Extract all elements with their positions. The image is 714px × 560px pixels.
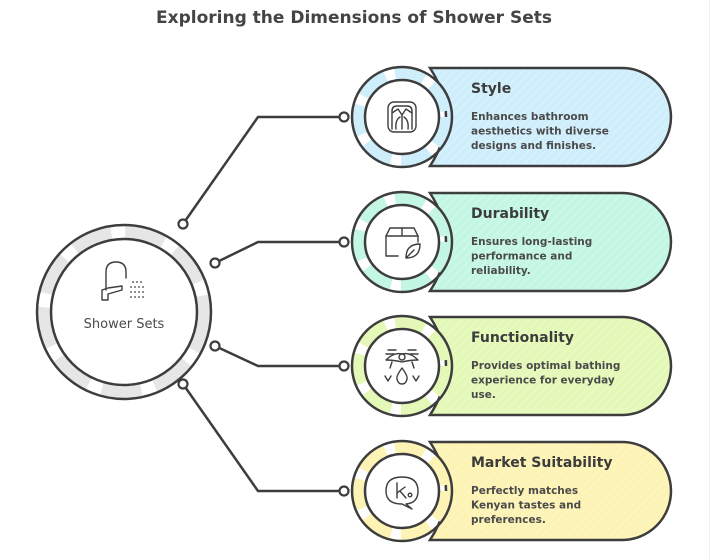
item-description-line: Kenyan tastes and [471, 500, 581, 512]
outer-ring [350, 65, 454, 169]
center-ring-fill [38, 226, 210, 398]
item-description-line: reliability. [471, 265, 531, 277]
connector-end-dot [338, 360, 350, 372]
inner-ring [363, 327, 441, 405]
center-label: Shower Sets [84, 317, 165, 332]
connectors [177, 111, 350, 497]
outer-ring [350, 439, 454, 543]
item-description-line: performance and [471, 251, 572, 263]
chat-k-icon [385, 476, 419, 510]
connector-2 [209, 236, 350, 269]
item-description-line: Enhances bathroom [471, 111, 589, 123]
item-description-line: Perfectly matches [471, 485, 578, 497]
item-description-line: designs and finishes. [471, 140, 596, 152]
inner-ring [363, 452, 441, 530]
center-inner-ring [49, 237, 199, 387]
inner-ring [363, 203, 441, 281]
item-title: Functionality [471, 330, 574, 346]
item-description-line: aesthetics with diverse [471, 126, 609, 138]
connector-1 [177, 111, 350, 230]
item-title: Market Suitability [471, 455, 613, 471]
item-title: Durability [471, 206, 549, 222]
connector-3 [209, 340, 350, 372]
outer-ring [350, 314, 454, 418]
box-leaf-icon [385, 227, 421, 259]
item-description-line: preferences. [471, 514, 546, 526]
connector-start-dot [177, 218, 189, 230]
item-description-line: use. [471, 389, 496, 401]
armchair-icon [387, 101, 417, 133]
outer-ring [350, 190, 454, 294]
connector-start-dot [209, 257, 221, 269]
ring-fill [352, 441, 452, 541]
page-edge [709, 0, 710, 560]
pill-hatch [430, 68, 671, 166]
connector-start-dot [177, 378, 189, 390]
center-node[interactable]: Shower Sets [35, 223, 213, 401]
item-description-line: Ensures long-lasting [471, 236, 592, 248]
diagram-title: Exploring the Dimensions of Shower Sets [156, 8, 552, 28]
item-title: Style [471, 81, 511, 97]
ring-fill [352, 67, 452, 167]
ring-fill [352, 192, 452, 292]
ring-fill [352, 316, 452, 416]
item-description-line: experience for everyday [471, 375, 615, 387]
item-description-line: Provides optimal bathing [471, 360, 620, 372]
connector-4 [177, 378, 350, 497]
connector-end-dot [338, 485, 350, 497]
pill-hatch [430, 317, 671, 415]
connector-start-dot [209, 340, 221, 352]
connector-end-dot [338, 236, 350, 248]
pill-hatch [430, 193, 671, 291]
connector-end-dot [338, 111, 350, 123]
pill-hatch [430, 442, 671, 540]
shower-faucet-icon [101, 261, 144, 301]
center-outer-ring [35, 223, 213, 401]
shower-drop-icon [384, 349, 420, 385]
